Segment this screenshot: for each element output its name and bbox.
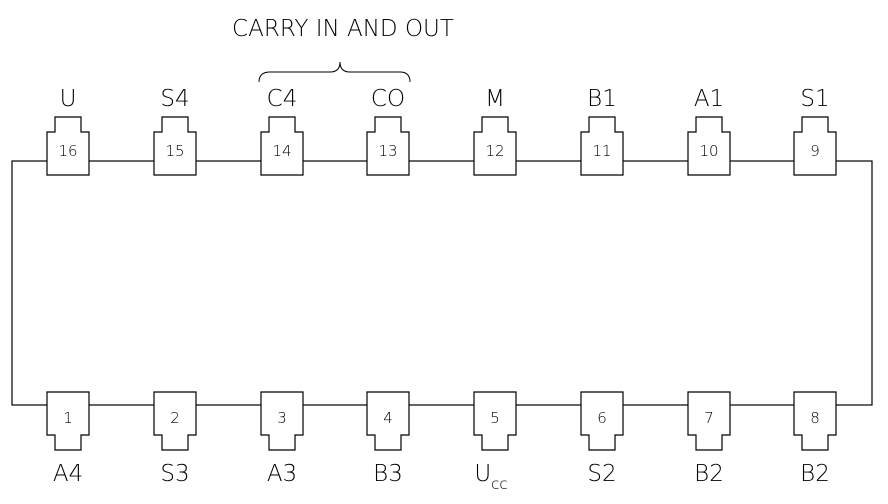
pin-number: 4 [383, 409, 393, 427]
pin-number: 3 [277, 409, 287, 427]
pin-number: 9 [810, 142, 820, 160]
pin-outline [473, 116, 517, 176]
pin-number: 16 [58, 142, 77, 160]
pin-outline [793, 116, 837, 176]
pin-number: 5 [490, 409, 500, 427]
pin-number: 2 [170, 409, 180, 427]
pin-number: 12 [485, 142, 504, 160]
chip-body-outline [11, 160, 873, 406]
pin-number: 14 [272, 142, 291, 160]
pin-outline [366, 116, 410, 176]
top-pin: 13 CO [366, 86, 410, 176]
pin-outline [153, 116, 197, 176]
pin-number: 13 [378, 142, 397, 160]
pin-number: 6 [597, 409, 607, 427]
pin-number: 8 [810, 409, 820, 427]
bottom-pin: 8B2 [793, 391, 837, 487]
pin-outline [260, 116, 304, 176]
pin-label: S4 [160, 86, 189, 112]
top-pin: 10 A1 [687, 86, 731, 176]
pin-label: C4 [267, 86, 298, 112]
pin-outline [793, 391, 837, 451]
bottom-pin: 6S2 [580, 391, 624, 487]
pin-outline [260, 391, 304, 451]
pin-number: 10 [699, 142, 718, 160]
pin-label: B1 [587, 86, 617, 112]
pin-label: A3 [267, 461, 297, 487]
bottom-pin: 1A4 [46, 391, 90, 487]
pin-outline [46, 116, 90, 176]
pin-label: B2 [800, 461, 830, 487]
top-pin: 16 U [46, 86, 90, 176]
pin-label: S2 [587, 461, 616, 487]
pin-label: S1 [800, 86, 829, 112]
pin-outline [153, 391, 197, 451]
pin-number: 1 [63, 409, 73, 427]
bottom-pin: 2S3 [153, 391, 197, 487]
pin-outline [46, 391, 90, 451]
top-pin: 14 C4 [260, 86, 304, 176]
pin-label: Ucc [474, 461, 507, 493]
pin-label-subscript: cc [491, 475, 508, 493]
carry-annotation: CARRY IN AND OUT [232, 16, 454, 42]
pin-label: S3 [160, 461, 189, 487]
carry-brace [258, 61, 411, 83]
top-pin: 9 S1 [793, 86, 837, 176]
top-pin-row: 16 U 15 S4 14 C4 13 CO 12 M 11 B1 10 A1 9 S1 [46, 86, 837, 176]
pin-label: U [60, 86, 77, 112]
bottom-pin: 4B3 [366, 391, 410, 487]
pin-label: B2 [694, 461, 724, 487]
pin-label-main: U [474, 461, 491, 487]
pin-number: 7 [704, 409, 714, 427]
pin-number: 11 [592, 142, 611, 160]
top-pin: 15 S4 [153, 86, 197, 176]
pin-outline [473, 391, 517, 451]
pin-label: M [485, 86, 505, 112]
pin-outline [687, 391, 731, 451]
pin-outline [366, 391, 410, 451]
pin-label: A4 [53, 461, 83, 487]
top-pin: 12 M [473, 86, 517, 176]
pin-label: B3 [373, 461, 403, 487]
bottom-pin: 3A3 [260, 391, 304, 487]
pin-label: A1 [694, 86, 724, 112]
bottom-pin: 7B2 [687, 391, 731, 487]
pin-number: 15 [165, 142, 184, 160]
pin-outline [580, 391, 624, 451]
pin-label: CO [371, 86, 405, 112]
pin-outline [687, 116, 731, 176]
pin-outline [580, 116, 624, 176]
top-pin: 11 B1 [580, 86, 624, 176]
